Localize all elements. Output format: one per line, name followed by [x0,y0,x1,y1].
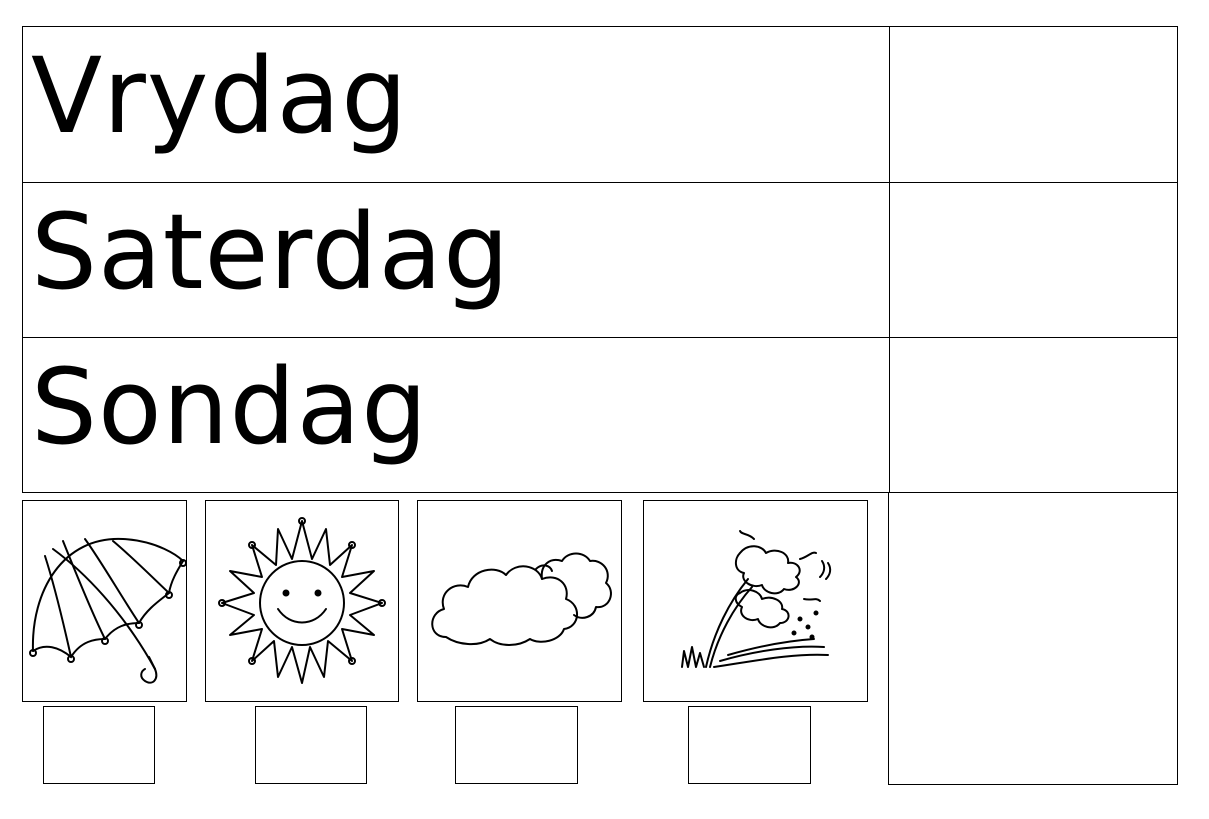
day-row-sondag: Sondag [23,337,1177,492]
sun-answer-box[interactable] [255,706,367,784]
day-row-vrydag: Vrydag [23,27,1177,182]
cloud-icon [431,552,612,646]
umbrella-answer-box[interactable] [43,706,155,784]
wind-icon [681,530,832,668]
day-answer-box[interactable] [889,27,1177,182]
day-label: Saterdag [31,191,511,313]
sun-icon [218,517,386,684]
picture-cloud[interactable] [417,500,622,702]
picture-sun[interactable] [205,500,399,702]
weather-answer-box[interactable] [888,492,1178,785]
picture-wind[interactable] [643,500,868,702]
day-answer-box[interactable] [889,338,1177,492]
day-label: Vrydag [31,35,409,157]
wind-answer-box[interactable] [688,706,811,784]
picture-umbrella[interactable] [22,500,187,702]
day-label: Sondag [31,346,429,468]
day-answer-box[interactable] [889,183,1177,337]
umbrella-icon [29,537,187,684]
day-row-saterdag: Saterdag [23,182,1177,337]
days-table: Vrydag Saterdag Sondag [22,26,1178,493]
cloud-answer-box[interactable] [455,706,578,784]
